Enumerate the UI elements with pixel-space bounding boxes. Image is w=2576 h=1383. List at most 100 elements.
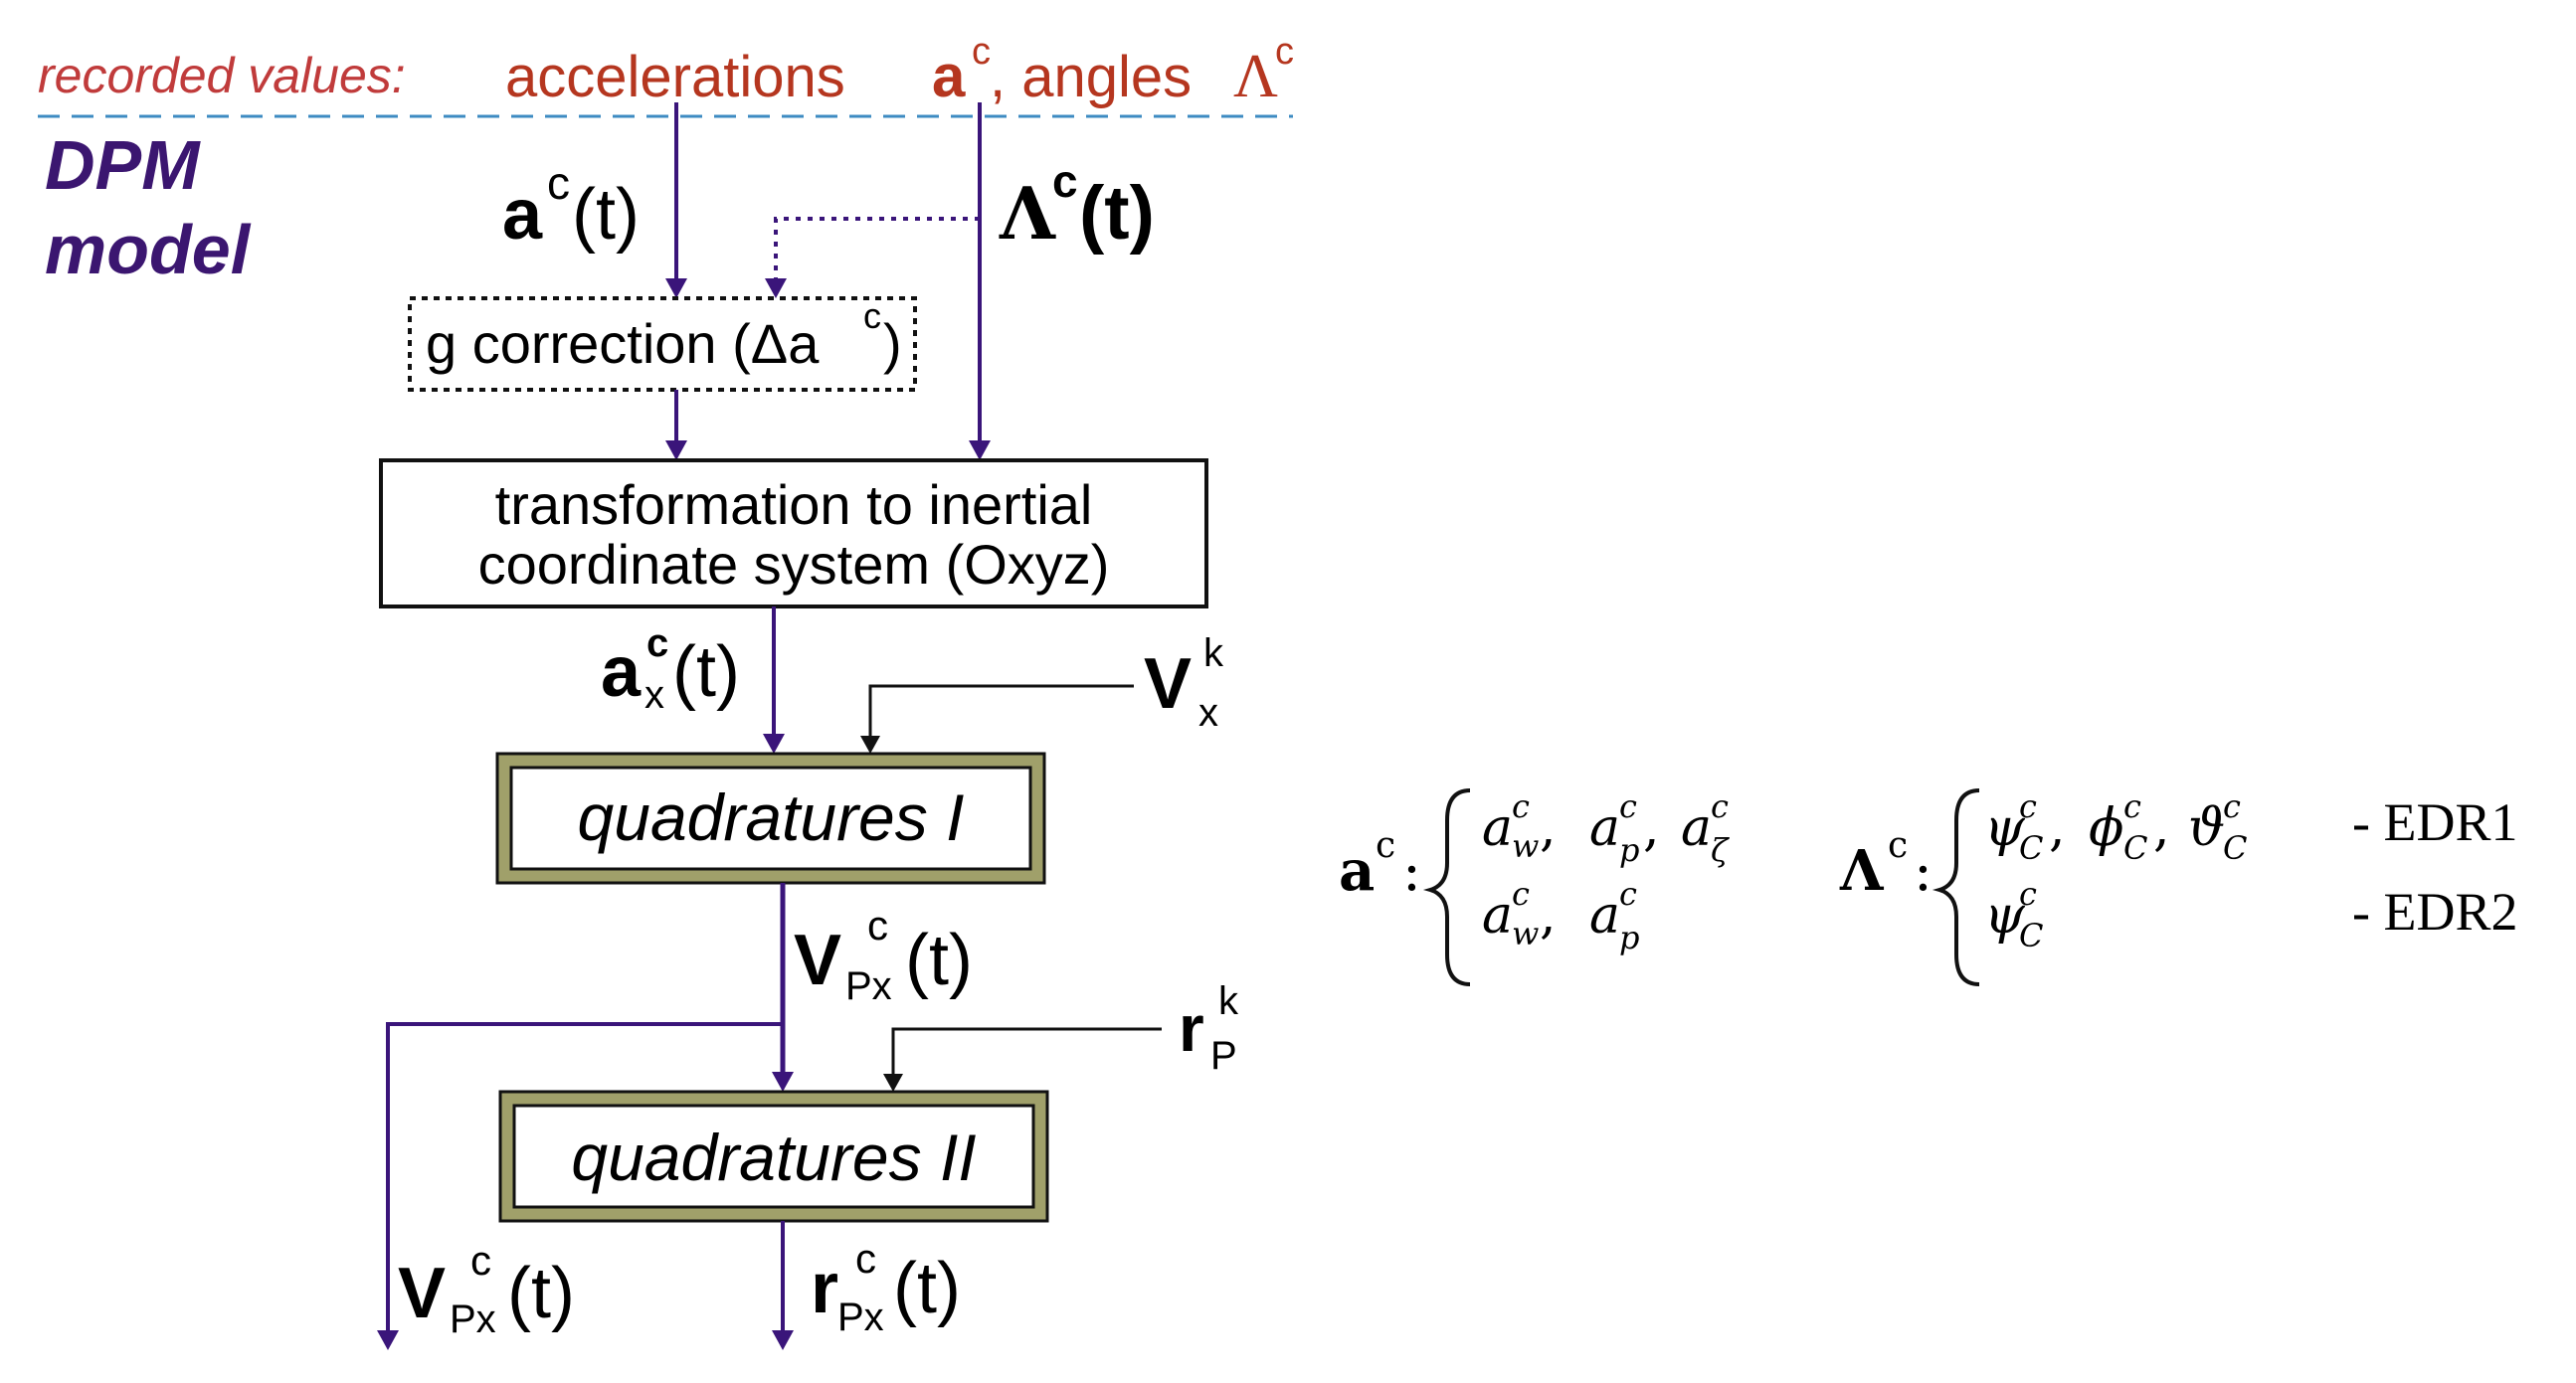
legend-acc-row2: a c w , a c p	[1482, 875, 1639, 956]
legend-angle-r2-b1: C	[2019, 917, 2043, 954]
legend-acc-r2-s1: c	[1512, 875, 1530, 913]
legend-acc-r1-s3: c	[1711, 787, 1729, 825]
vpx-t-sub: Px	[845, 964, 892, 1008]
legend-acc-r1-b1: w	[1512, 827, 1539, 865]
legend-angle-r1-c1: ,	[2049, 798, 2066, 858]
rpx-out-sub: Px	[837, 1296, 884, 1339]
legend-angle-r1-b2: C	[2123, 829, 2147, 867]
dotted-arrowhead	[765, 278, 787, 298]
g-correction-block	[408, 296, 917, 392]
legend-acc-r1-a2: a	[1589, 798, 1620, 858]
vxk-input-arrowhead	[860, 736, 880, 754]
lambda-t-arg: (t)	[1079, 171, 1155, 256]
legend-acc-r2-a1: a	[1482, 886, 1513, 946]
transformation-line1: transformation to inertial	[495, 473, 1093, 536]
acx-t-sup: c	[646, 621, 668, 665]
acx-t-base: a	[601, 632, 642, 712]
legend-acc-r2-a2: a	[1589, 886, 1620, 946]
legend-angle-colon: :	[1914, 839, 1932, 904]
dpm-label: DPM	[45, 126, 201, 204]
legend-angle-r1-c2: ,	[2153, 798, 2170, 858]
legend-angle-r1-s2: c	[2123, 787, 2141, 825]
g-correction-text: g correction (Δa	[426, 312, 820, 375]
recorded-values-label: recorded values:	[38, 48, 406, 103]
legend-acc-row1: a c w , a c p , a c ζ	[1482, 787, 1730, 869]
acc-signal-arrowhead	[665, 278, 687, 298]
vpx-out-sup: c	[470, 1237, 491, 1284]
legend-acc-r2-s2: c	[1619, 875, 1637, 913]
legend-angle-r2-s1: c	[2019, 875, 2037, 913]
legend-acc-r1-a1: a	[1482, 798, 1513, 858]
angle-signal-arrowhead	[969, 440, 991, 460]
q1-to-q2-arrowhead	[772, 1072, 794, 1092]
legend-angle-r1-s1: c	[2019, 787, 2037, 825]
q2-output-arrowhead	[772, 1330, 794, 1350]
legend-angle-r1-b1: C	[2019, 829, 2043, 867]
vpx-out-base: V	[398, 1254, 446, 1333]
quadratures-1-label: quadratures I	[578, 780, 965, 854]
rpx-out-sup: c	[855, 1235, 876, 1282]
vpx-t-arg: (t)	[905, 921, 973, 1000]
acx-t-sub: x	[644, 673, 664, 717]
quadratures-2-block-inner	[512, 1104, 1035, 1209]
gcorr-to-transform-arrowhead	[665, 440, 687, 460]
acc-header-symbol: a	[932, 43, 966, 109]
transform-to-q1-arrowhead	[763, 734, 785, 754]
legend-angle-r1-g3: ϑ	[2188, 798, 2225, 858]
legend-angle-row1: ψ c C , ϕ c C , ϑ c C	[1984, 787, 2247, 867]
rpk-input-arrowhead	[883, 1074, 903, 1092]
angle-header-symbol: Λ	[1233, 43, 1278, 110]
acc-t-arg: (t)	[572, 175, 640, 255]
acc-header-superscript: c	[972, 31, 991, 73]
legend-angle-brace	[1932, 788, 1980, 986]
legend-angle-r1-s3: c	[2223, 787, 2241, 825]
g-correction-close: )	[883, 312, 902, 375]
rpx-out-base: r	[811, 1249, 838, 1328]
g-correction-sup: c	[863, 295, 881, 336]
model-label: model	[45, 211, 252, 288]
transformation-block	[379, 458, 1208, 608]
legend-acc-r2-c1: ,	[1540, 886, 1557, 946]
angle-components-legend: Λ c : ψ c C , ϕ c C , ϑ c C ψ c C	[1839, 787, 2247, 986]
angle-to-gcorrection-dotted	[774, 217, 980, 281]
angle-header-superscript: c	[1275, 31, 1294, 73]
legend-acc-symbol: a	[1339, 838, 1375, 904]
legend-acc-r1-c2: ,	[1643, 798, 1660, 858]
legend-acc-r2-b1: w	[1512, 915, 1539, 952]
acc-t-base: a	[502, 175, 543, 255]
vxk-base: V	[1144, 644, 1192, 724]
vpx-branch-line	[386, 1022, 783, 1332]
legend-acc-r1-c1: ,	[1540, 798, 1557, 858]
edr2-label: - EDR2	[2352, 882, 2517, 942]
vpx-t-base: V	[794, 921, 841, 1000]
rpk-input-line	[891, 1027, 1162, 1076]
legend-acc-r1-b2: p	[1619, 831, 1639, 869]
legend-acc-r1-s2: c	[1619, 787, 1637, 825]
legend-acc-r2-b2: p	[1619, 919, 1639, 956]
acc-components-legend: a c : a c w , a c p , a c ζ a c w , a c …	[1339, 787, 1730, 986]
edr1-label: - EDR1	[2352, 792, 2517, 852]
accelerations-label: accelerations	[505, 45, 845, 109]
lambda-t-sup: c	[1052, 155, 1078, 207]
acx-t-arg: (t)	[672, 632, 740, 712]
legend-acc-r1-s1: c	[1512, 787, 1530, 825]
rpk-sup: k	[1218, 979, 1239, 1023]
legend-angle-row2: ψ c C	[1984, 875, 2043, 954]
rpk-sub: P	[1210, 1034, 1237, 1078]
legend-acc-colon: :	[1402, 839, 1421, 904]
legend-angle-r1-g2: ϕ	[2089, 798, 2123, 858]
legend-angle-r1-g1: ψ	[1984, 798, 2026, 858]
legend-angle-symbol: Λ	[1839, 838, 1885, 904]
legend-angle-r2-g1: ψ	[1984, 886, 2026, 946]
legend-acc-r1-b3: ζ	[1711, 831, 1730, 869]
vpx-branch-arrowhead	[377, 1330, 399, 1350]
rpk-base: r	[1179, 991, 1204, 1065]
legend-angle-sup: c	[1888, 825, 1908, 866]
angles-label: , angles	[990, 45, 1192, 109]
vpx-t-sup: c	[867, 902, 888, 949]
vxk-sub: x	[1198, 691, 1218, 735]
acc-t-sup: c	[547, 157, 570, 209]
quadratures-2-label: quadratures II	[571, 1121, 976, 1194]
legend-acc-r1-a3: a	[1681, 798, 1712, 858]
